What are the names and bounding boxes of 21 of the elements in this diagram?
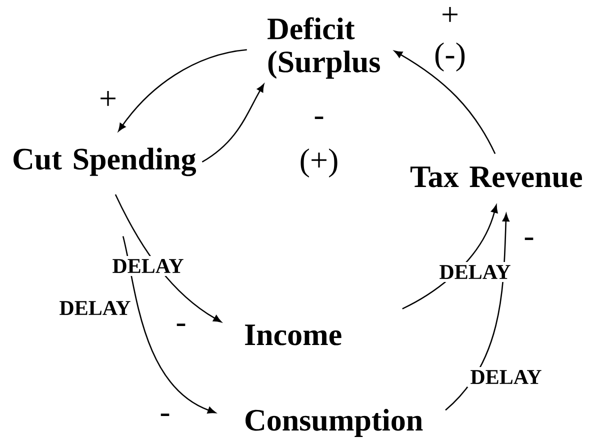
polarity-sign: - xyxy=(524,238,534,240)
polarity-sign: - xyxy=(314,116,324,120)
variable-label: Cut Spending xyxy=(14,148,196,176)
polarity-sign: (+) xyxy=(300,148,338,178)
polarity-sign: (-) xyxy=(435,42,465,72)
arrow xyxy=(202,84,264,163)
arrow xyxy=(394,50,496,154)
edge-label: DELAY xyxy=(56,298,134,318)
edge-label: DELAY xyxy=(436,262,514,282)
polarity-sign: + xyxy=(100,90,116,106)
polarity-sign: - xyxy=(160,414,170,416)
variable-label: Income xyxy=(245,324,342,346)
variable-label: Tax Revenue xyxy=(410,166,582,188)
arrow xyxy=(118,49,247,132)
edge-label: DELAY xyxy=(109,256,187,276)
arrow xyxy=(122,236,216,414)
polarity-sign: + xyxy=(442,6,458,22)
variable-label: Consumption xyxy=(246,408,423,438)
edge-label: DELAY xyxy=(467,367,545,387)
variable-label: Deficit (Surplus xyxy=(268,17,380,79)
polarity-sign: - xyxy=(176,324,186,326)
